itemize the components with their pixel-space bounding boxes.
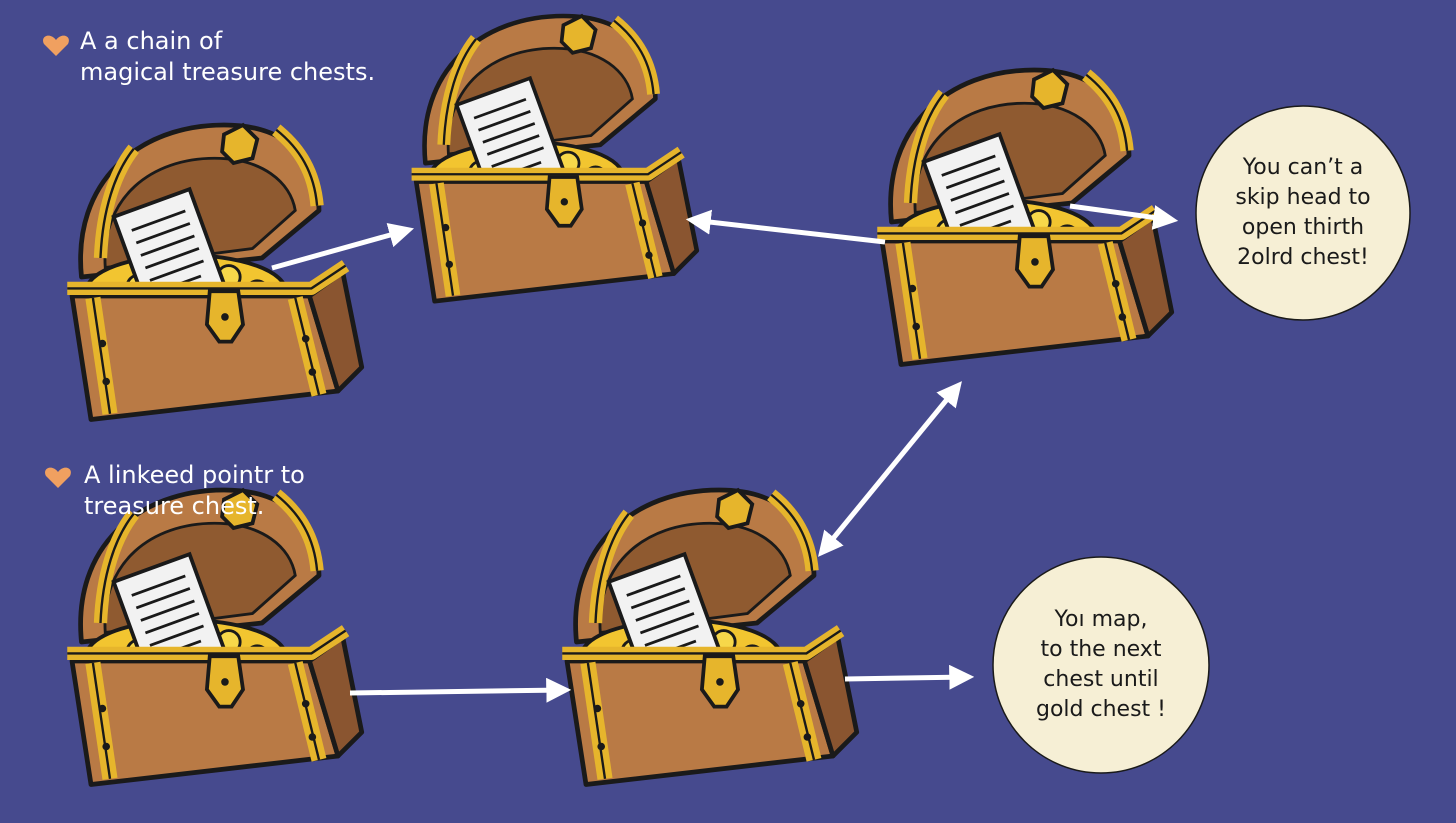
speech-bubble-top-shape — [1195, 105, 1411, 321]
arrow-icon — [1069, 203, 1179, 230]
speech-bubble-top: You can’t a skip head to open thirth 2ol… — [1196, 108, 1410, 318]
treasure-chest-icon — [562, 490, 857, 785]
caption-linked-pointer: A linkeed pointr to treasure chest. — [46, 460, 305, 522]
caption-linked-pointer-text: A linkeed pointr to treasure chest. — [84, 461, 305, 520]
caption-chain: A a chain of magical treasure chests. — [44, 26, 375, 88]
arrow-icon — [685, 209, 886, 245]
speech-bubble-bottom-shape — [992, 556, 1210, 774]
speech-bubble-bottom-text: Yoı map, to the next chest until gold ch… — [1036, 607, 1166, 722]
treasure-chest-icon — [877, 70, 1172, 365]
treasure-chest-icon — [67, 490, 362, 785]
caption-chain-text: A a chain of magical treasure chests. — [80, 27, 376, 86]
speech-bubble-bottom: Yoı map, to the next chest until gold ch… — [993, 557, 1209, 773]
treasure-chest-icon — [67, 125, 362, 420]
arrow-icon — [349, 677, 572, 703]
treasure-chest-icon — [412, 16, 697, 301]
speech-bubble-top-text: You can’t a skip head to open thirth 2ol… — [1235, 155, 1371, 270]
arrow-icon — [844, 664, 975, 690]
arrow-icon — [818, 381, 962, 557]
arrow-icon — [271, 223, 415, 271]
